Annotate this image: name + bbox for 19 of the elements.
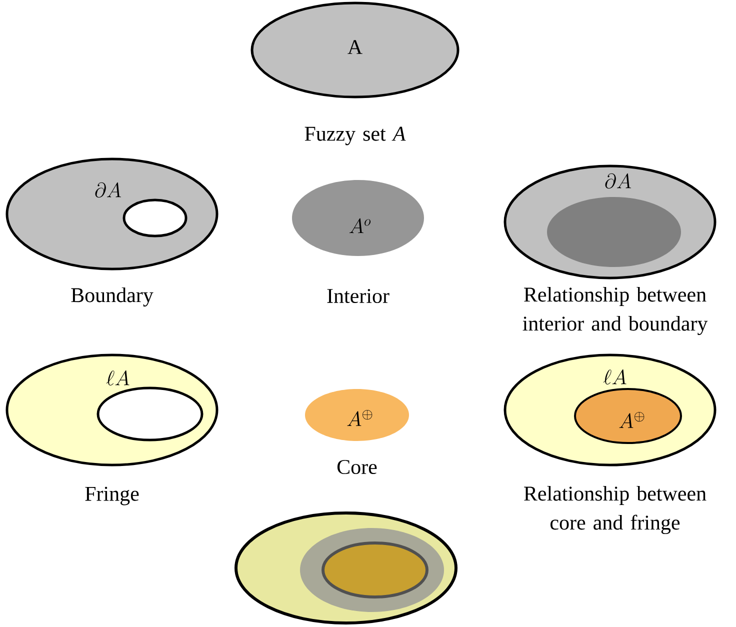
set-ellipse bbox=[322, 542, 428, 598]
set-ellipse bbox=[122, 198, 188, 238]
set-symbol: $\partial A$ bbox=[95, 182, 121, 198]
set-symbol: $A^{\oplus}$ bbox=[619, 412, 644, 428]
node-label: Core bbox=[337, 460, 377, 474]
set-symbol: $\ell A$ bbox=[106, 370, 130, 386]
node-label: Interior bbox=[327, 288, 390, 304]
set-symbol: $\partial A$ bbox=[605, 173, 631, 189]
node-label: Boundary bbox=[71, 287, 154, 307]
node-label: Relationship between interior and boundary bbox=[522, 286, 708, 336]
node-label: Fringe bbox=[85, 486, 139, 506]
set-symbol: $A^{o}$ bbox=[349, 218, 371, 234]
set-symbol: $\ell A$ bbox=[603, 369, 626, 384]
node-label: Fuzzy set A bbox=[304, 126, 406, 146]
set-ellipse bbox=[547, 197, 681, 267]
set-symbol: $A^{\oplus}$ bbox=[347, 410, 372, 426]
set-ellipse bbox=[96, 386, 204, 442]
set-symbol: A bbox=[348, 40, 362, 54]
node-label: Relationship between core and fringe bbox=[524, 486, 706, 534]
